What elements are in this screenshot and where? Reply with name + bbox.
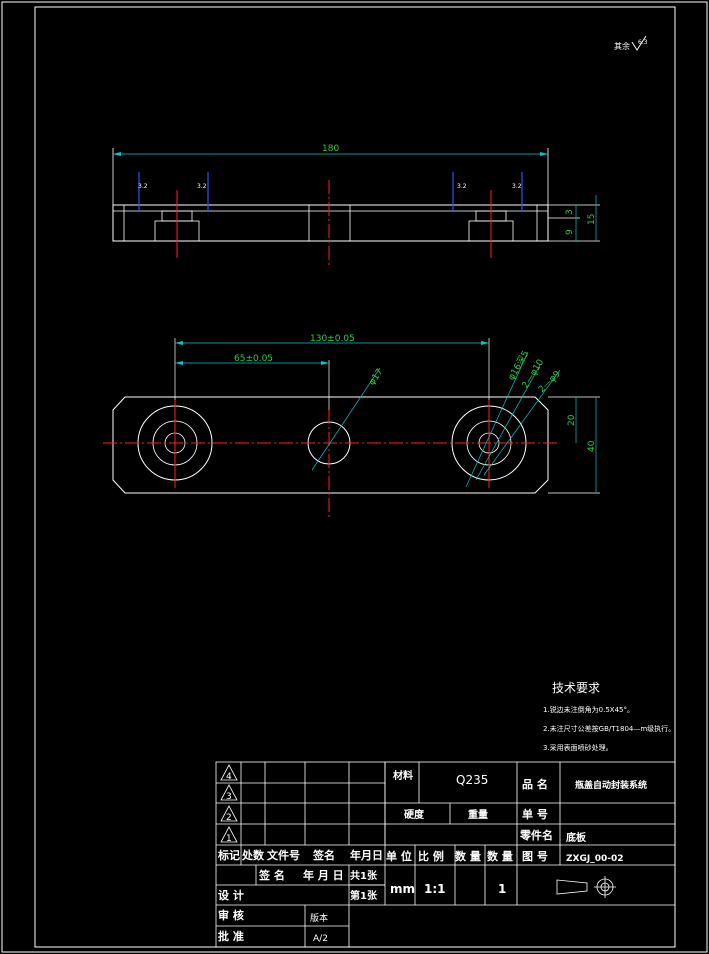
dim-height-total: 15 — [587, 214, 597, 225]
unit-no-label: 单 号 — [522, 807, 548, 821]
qty-label-2: 数 量 — [487, 849, 513, 863]
sheets-total: 共1张 — [350, 869, 378, 882]
drawing-no: ZXGJ_00-02 — [566, 854, 624, 864]
svg-text:3.2: 3.2 — [457, 183, 467, 190]
frame-border — [34, 6, 676, 948]
approve-label: 批 准 — [218, 929, 244, 943]
tech-item-2: 2.未注尺寸公差按GB/T1804—m级执行。 — [543, 724, 675, 733]
dim-height-b: 9 — [565, 229, 575, 235]
quantity-value: 1 — [498, 882, 506, 896]
svg-text:3.2: 3.2 — [138, 183, 148, 190]
dim-through-holes: 2—φ9 — [537, 369, 563, 395]
material-label: 材料 — [393, 769, 413, 782]
scale-value: 1:1 — [424, 882, 446, 896]
dim-width-total: 40 — [587, 440, 597, 452]
dim-center-distance: 130±0.05 — [310, 334, 355, 344]
tech-item-3: 3.采用表面喷砂处理。 — [543, 743, 613, 752]
sign-label: 签 名 — [258, 868, 285, 882]
tech-title: 技术要求 — [552, 681, 600, 695]
projection-symbol-icon — [556, 876, 616, 898]
header-count: 处数 — [241, 848, 265, 862]
sheet-no: 第1张 — [350, 889, 378, 902]
header-date: 年月日 — [350, 848, 383, 862]
roughness-note: 其余 — [614, 41, 630, 51]
dim-half-distance: 65±0.05 — [234, 354, 273, 364]
header-file-no: 文件号 — [267, 848, 300, 862]
rev-mark-4: 4 — [226, 772, 232, 782]
roughness-symbol: 其余 6.3 — [614, 35, 648, 51]
top-view: 130±0.05 65±0.05 φ17 φ16深5 2—φ10 2—φ9 — [103, 334, 600, 518]
hardness-label: 硬度 — [404, 808, 425, 821]
title-block-text: 材料 Q235 品 名 瓶盖自动封装系统 硬度 重量 单 号 零件名 底板 图 … — [217, 769, 647, 944]
rev-mark-3: 3 — [226, 792, 232, 802]
review-label: 审 核 — [218, 908, 244, 922]
part-name: 底板 — [566, 831, 587, 844]
dim-width-half: 20 — [567, 414, 577, 426]
tech-requirements: 技术要求 1.锐边未注倒角为0.5X45°。 2.未注尺寸公差按GB/T1804… — [543, 681, 675, 752]
date-label: 年 月 日 — [303, 868, 344, 882]
header-mark: 标记 — [217, 848, 240, 862]
drawing-no-label: 图 号 — [522, 850, 548, 863]
tech-item-1: 1.锐边未注倒角为0.5X45°。 — [543, 705, 634, 714]
product-name-label: 品 名 — [522, 777, 548, 791]
units-label: 单 位 — [386, 849, 412, 863]
revision-marks: 4 3 2 1 — [220, 764, 238, 844]
dim-center-hole: φ17 — [367, 367, 385, 387]
front-view: 180 3.2 3.2 3.2 3.2 3 9 15 — [112, 144, 600, 266]
material-value: Q235 — [456, 773, 488, 787]
title-block — [215, 761, 676, 948]
svg-text:3.2: 3.2 — [512, 183, 522, 190]
scale-label: 比 例 — [418, 849, 444, 863]
svg-text:3.2: 3.2 — [197, 183, 207, 190]
dim-overall-length: 180 — [322, 144, 339, 154]
version-label: 版本 — [310, 912, 328, 924]
dim-height-a: 3 — [565, 209, 575, 215]
header-signature: 签名 — [312, 848, 335, 862]
product-name: 瓶盖自动封装系统 — [575, 779, 647, 791]
qty-label: 数 量 — [455, 849, 481, 863]
roughness-value: 6.3 — [638, 39, 648, 46]
rev-mark-2: 2 — [226, 813, 232, 823]
rev-mark-1: 1 — [226, 834, 232, 844]
design-label: 设 计 — [218, 888, 244, 902]
part-name-label: 零件名 — [519, 828, 553, 842]
units-value: mm — [390, 882, 415, 896]
version-value: A/2 — [313, 934, 328, 944]
weight-label: 重量 — [468, 808, 488, 821]
